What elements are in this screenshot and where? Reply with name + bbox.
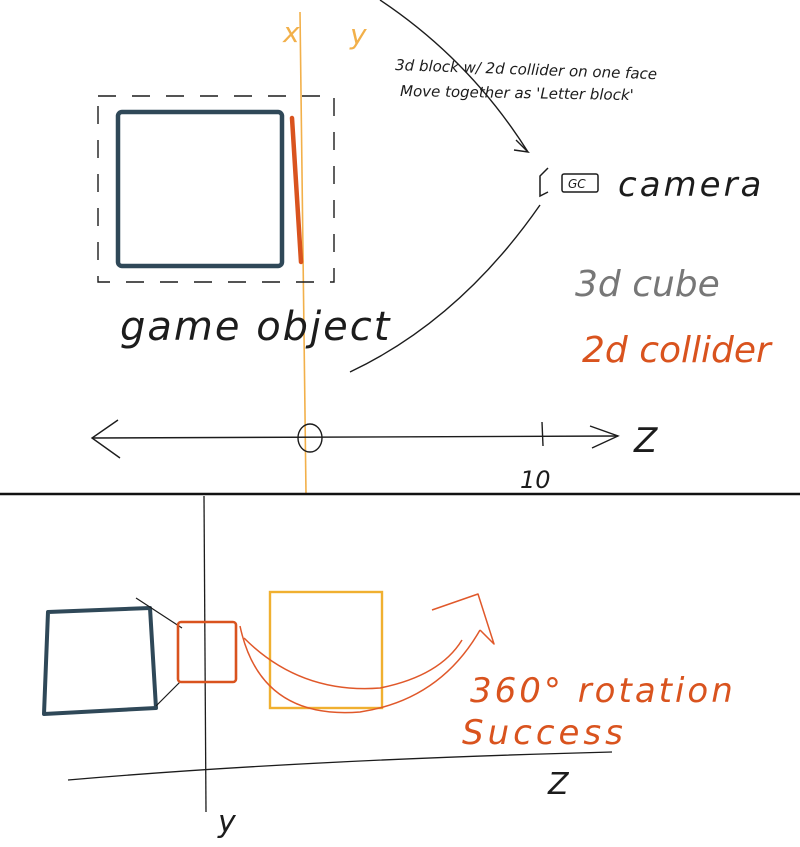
camera-icon: GC <box>539 167 599 198</box>
game-object-label: game object <box>120 304 391 350</box>
game-object-bounds <box>97 95 335 283</box>
success-label: Success <box>462 713 627 753</box>
origin-circle <box>297 423 323 453</box>
y-axis-line-bottom <box>203 495 207 813</box>
collider-square <box>176 620 238 684</box>
z-axis-label-top: Z <box>633 421 658 461</box>
y-axis-label-bottom: y <box>217 805 237 840</box>
rotated-cube-square <box>268 590 384 710</box>
legend-collider: 2d collider <box>582 330 773 371</box>
cube-connector-lower <box>155 681 181 707</box>
z-axis-line-bottom <box>67 751 613 781</box>
axis-label-x: x <box>282 16 300 49</box>
z-axis-right-arrow <box>589 425 620 449</box>
cube-square <box>115 109 285 269</box>
rotation-label: 360° rotation <box>470 671 736 711</box>
collider-face <box>289 115 304 265</box>
z-tick-mark <box>541 421 544 447</box>
z-axis-line-top <box>91 435 619 439</box>
note-line-2: Move together as 'Letter block' <box>400 82 634 104</box>
cube-connector-upper <box>135 597 183 629</box>
legend-cube: 3d cube <box>575 264 720 305</box>
rotation-arc-inner <box>243 637 463 690</box>
z-axis-left-arrow <box>90 419 121 459</box>
camera-label: camera <box>618 165 764 205</box>
tick-label: 10 <box>520 466 551 494</box>
axis-label-y: y <box>349 18 367 51</box>
rotation-arrowhead <box>431 593 495 645</box>
note-line-1: 3d block w/ 2d collider on one face <box>395 56 657 83</box>
top-panel: x y 3d block w/ 2d collider on one face … <box>90 0 773 495</box>
rotation-arc-outer <box>239 625 481 714</box>
z-axis-label-bottom: Z <box>547 767 570 802</box>
camera-cone-upper <box>379 0 529 153</box>
yellow-axis-line <box>299 11 307 495</box>
left-cube <box>42 606 158 716</box>
camera-cone-lower <box>349 204 541 373</box>
bottom-panel: y Z 360° rotation Success <box>42 495 736 840</box>
camera-icon-label: GC <box>568 177 586 191</box>
camera-cone-arrowhead <box>513 139 530 153</box>
